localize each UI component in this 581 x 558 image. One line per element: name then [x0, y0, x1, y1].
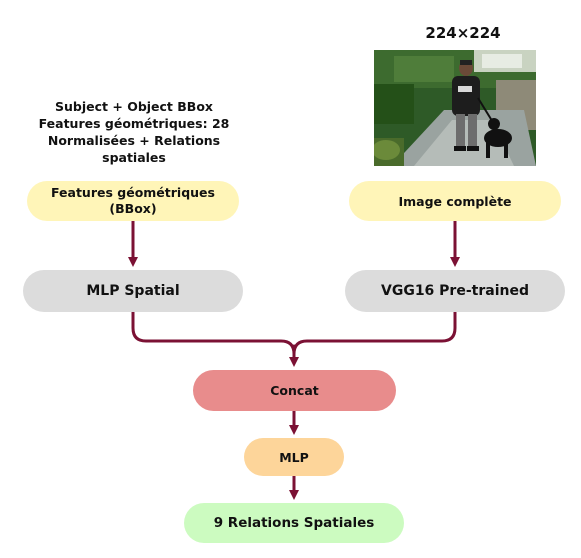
mlp-spatial-node: MLP Spatial [23, 270, 243, 312]
full-image-node: Image complète [349, 181, 561, 221]
concat-node: Concat [193, 370, 396, 411]
input-description-line-1: Subject + Object BBox [55, 99, 213, 114]
geometric-features-node: Features géométriques (BBox) [27, 181, 239, 221]
input-description-line-2: Features géométriques: 28 [38, 116, 230, 131]
input-description-line-4: spatiales [102, 150, 166, 165]
geometric-features-line-1: Features géométriques [51, 185, 215, 200]
geometric-features-line-2: (BBox) [109, 201, 157, 216]
person-walking-dog-photo [374, 50, 536, 166]
image-size-label: 224×224 [425, 24, 501, 42]
output-node: 9 Relations Spatiales [184, 503, 404, 543]
mlp-node: MLP [244, 438, 344, 476]
input-description: Subject + Object BBox Features géométriq… [28, 98, 240, 166]
photo-illustration [374, 50, 536, 166]
vgg16-node: VGG16 Pre-trained [345, 270, 565, 312]
input-description-line-3: Normalisées + Relations [47, 133, 221, 148]
